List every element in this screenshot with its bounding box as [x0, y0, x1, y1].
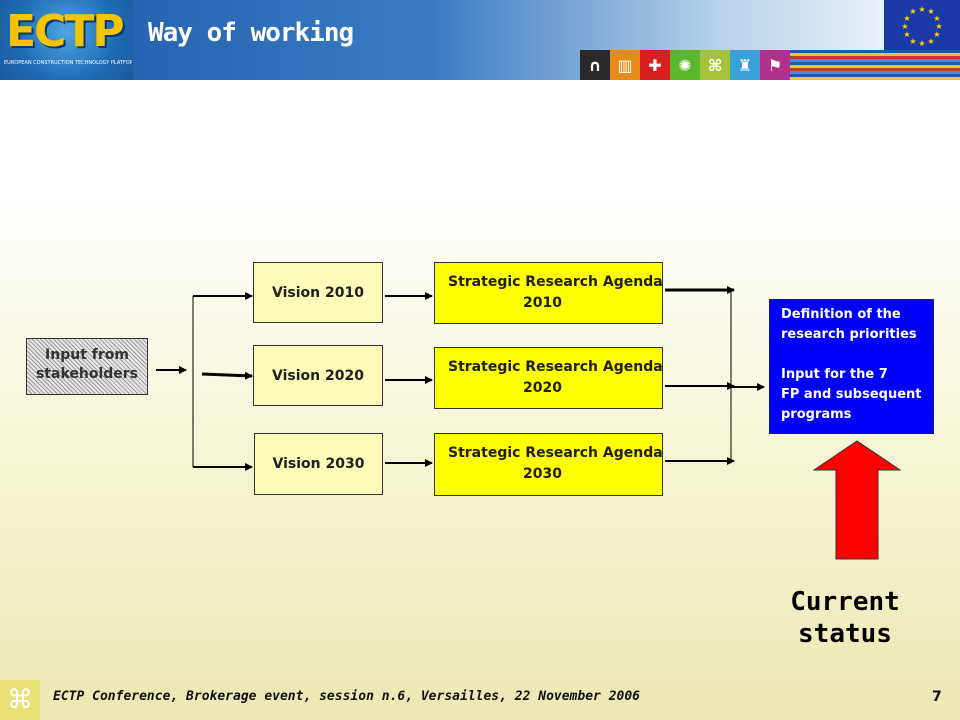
vision-label: Vision 2030	[272, 456, 365, 472]
vision-box-2020: Vision 2020	[253, 345, 383, 406]
stakeholders-line2: stakeholders	[35, 366, 139, 382]
svg-text:★: ★	[935, 22, 942, 31]
theme-tile-icon: ♜	[730, 50, 760, 80]
definition-line: Input for the 7	[781, 367, 888, 382]
theme-tile-icon: ⚑	[760, 50, 790, 80]
sra-box-2030: Strategic Research Agenda 2030	[434, 433, 663, 496]
svg-text:★: ★	[918, 39, 925, 48]
sra-year: 2020	[523, 380, 562, 396]
definition-line: programs	[781, 407, 852, 422]
definition-line: research priorities	[781, 327, 917, 342]
logo-subtitle: EUROPEAN CONSTRUCTION TECHNOLOGY PLATFOR…	[4, 60, 132, 66]
svg-text:★: ★	[903, 14, 910, 23]
ectp-logo: ECTP EUROPEAN CONSTRUCTION TECHNOLOGY PL…	[0, 0, 133, 80]
svg-text:★: ★	[933, 30, 940, 39]
svg-text:★: ★	[927, 7, 934, 16]
eu-flag-icon: ★★★ ★★★ ★★★ ★★★	[884, 0, 960, 50]
svg-text:★: ★	[933, 14, 940, 23]
svg-text:★: ★	[901, 22, 908, 31]
sra-box-2010: Strategic Research Agenda 2010	[434, 262, 663, 324]
stakeholders-box: Input from stakeholders	[26, 338, 148, 395]
svg-text:★: ★	[918, 5, 925, 14]
svg-text:★: ★	[927, 37, 934, 46]
definition-line	[781, 345, 933, 365]
svg-text:★: ★	[903, 30, 910, 39]
eu-stars-icon: ★★★ ★★★ ★★★ ★★★	[901, 5, 942, 48]
svg-text:★: ★	[909, 37, 916, 46]
logo-text: ECTP	[6, 6, 125, 57]
slide-title: Way of working	[148, 18, 354, 48]
stakeholders-line1: Input from	[45, 347, 129, 363]
status-line1: Current	[790, 587, 900, 617]
sra-year: 2030	[523, 466, 562, 482]
theme-tile-icon: ∩	[580, 50, 610, 80]
theme-icon-strip: ∩▥✚✺⌘♜⚑	[580, 50, 790, 80]
current-status-label: Current status	[780, 586, 910, 650]
sra-title: Strategic Research Agenda	[448, 445, 663, 461]
sra-title: Strategic Research Agenda	[448, 359, 663, 375]
svg-text:★: ★	[909, 7, 916, 16]
theme-tile-icon: ✺	[670, 50, 700, 80]
definition-line: FP and subsequent	[781, 387, 922, 402]
vision-box-2030: Vision 2030	[254, 433, 383, 495]
theme-tile-icon: ▥	[610, 50, 640, 80]
vision-box-2010: Vision 2010	[253, 262, 383, 323]
footer-text: ECTP Conference, Brokerage event, sessio…	[53, 689, 640, 704]
sra-title: Strategic Research Agenda	[448, 274, 663, 290]
sra-year: 2010	[523, 295, 562, 311]
sra-box-2020: Strategic Research Agenda 2020	[434, 347, 663, 409]
command-icon: ⌘	[0, 680, 40, 720]
current-status-arrow	[812, 440, 902, 560]
definition-box: Definition of the research priorities In…	[769, 299, 934, 434]
arrow-to-vision-2020	[201, 371, 253, 380]
theme-tile-icon: ⌘	[700, 50, 730, 80]
status-line2: status	[798, 619, 892, 649]
vision-label: Vision 2020	[272, 367, 364, 384]
vision-label: Vision 2010	[272, 284, 364, 301]
definition-line: Definition of the	[781, 307, 901, 322]
page-number: 7	[932, 689, 942, 705]
theme-tile-icon: ✚	[640, 50, 670, 80]
